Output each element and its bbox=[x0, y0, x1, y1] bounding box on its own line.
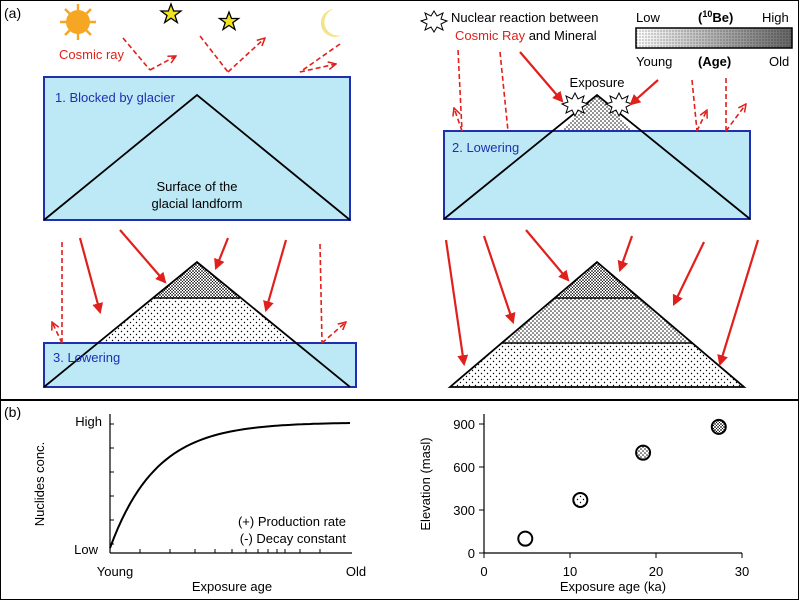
lowering-2-label: 2. Lowering bbox=[452, 140, 519, 155]
landform-surface bbox=[443, 93, 751, 220]
ray-reflected bbox=[299, 64, 336, 73]
data-point bbox=[517, 530, 534, 547]
ray-arrow bbox=[444, 239, 469, 367]
landform-outline bbox=[447, 260, 747, 388]
y-tick-label: 300 bbox=[453, 503, 475, 518]
star-icon bbox=[217, 10, 241, 32]
nuclear-reaction-icon bbox=[604, 91, 634, 118]
reaction-line2: Cosmic Ray and Mineral bbox=[455, 28, 597, 43]
ray-reflected bbox=[149, 56, 176, 71]
y-tick-label: 900 bbox=[453, 417, 475, 432]
legend-be-close: Be) bbox=[712, 10, 733, 25]
landform-surface bbox=[43, 93, 351, 221]
data-points bbox=[517, 418, 727, 547]
exposed-zone-young bbox=[555, 262, 639, 298]
exposed-zone-middle bbox=[502, 262, 692, 343]
ray-dashed bbox=[499, 51, 509, 132]
ray-arrow bbox=[629, 79, 659, 106]
reaction-cosmic-text: Cosmic Ray bbox=[455, 28, 526, 43]
concentration-curve bbox=[109, 422, 351, 549]
data-point bbox=[635, 444, 652, 461]
note-production-rate: (+) Production rate bbox=[238, 514, 346, 529]
legend-low: Low bbox=[636, 10, 660, 25]
ray-arrow bbox=[78, 237, 104, 315]
exposed-zone-young bbox=[154, 262, 240, 298]
ray-reflected bbox=[725, 104, 746, 132]
exposed-zone-young bbox=[560, 95, 634, 131]
x-tick-label: 20 bbox=[649, 564, 663, 579]
x-axis-label: Exposure age bbox=[192, 579, 272, 594]
panel-a-frame bbox=[0, 0, 799, 400]
data-point bbox=[710, 418, 727, 435]
concentration-chart: High Low Nuclides conc. Young Old Exposu… bbox=[32, 414, 366, 594]
ray-reflected bbox=[321, 322, 346, 344]
glacier-block bbox=[43, 76, 351, 221]
x-tick-young: Young bbox=[97, 564, 133, 579]
y-tick-label: 600 bbox=[453, 460, 475, 475]
ray-arrow bbox=[617, 235, 634, 273]
ray-arrow bbox=[525, 229, 570, 282]
ray-reflected bbox=[52, 322, 63, 344]
ray-dashed bbox=[199, 35, 229, 73]
x-tick-label: 30 bbox=[735, 564, 749, 579]
blocked-by-glacier-label: 1. Blocked by glacier bbox=[55, 90, 176, 105]
legend-be-open: ( bbox=[698, 10, 703, 25]
y-tick-high: High bbox=[75, 414, 102, 429]
ray-dashed bbox=[299, 43, 341, 73]
ray-reflected bbox=[696, 110, 707, 132]
x-axis-label: Exposure age (ka) bbox=[560, 579, 666, 594]
y-axis-label: Nuclides conc. bbox=[32, 442, 47, 527]
surface-label-line1: Surface of the bbox=[157, 179, 238, 194]
moon-icon bbox=[320, 9, 342, 37]
y-axis-label: Elevation (masl) bbox=[418, 437, 433, 530]
reaction-and-text: and Mineral bbox=[525, 28, 597, 43]
landform-surface bbox=[43, 260, 351, 388]
panel-b-frame bbox=[0, 400, 799, 600]
exposure-label: Exposure bbox=[570, 75, 625, 90]
ray-arrow bbox=[214, 237, 230, 271]
ray-arrow bbox=[482, 235, 516, 325]
ray-arrow bbox=[263, 239, 288, 313]
sun-icon bbox=[60, 4, 96, 40]
ray-reflected bbox=[227, 38, 265, 73]
cosmic-ray-label: Cosmic ray bbox=[59, 47, 125, 62]
surface-label-line2: glacial landform bbox=[151, 196, 242, 211]
ray-arrow bbox=[519, 51, 564, 103]
legend-old: Old bbox=[769, 54, 789, 69]
ray-dashed bbox=[691, 79, 698, 132]
legend-gradient-frame bbox=[635, 27, 793, 49]
ray-dashed bbox=[122, 37, 151, 71]
legend-age: (Age) bbox=[698, 54, 731, 69]
panel-a-label: (a) bbox=[4, 5, 21, 21]
ray-arrow bbox=[672, 241, 705, 306]
x-tick-label: 0 bbox=[480, 564, 487, 579]
y-tick-label: 0 bbox=[468, 546, 475, 561]
data-point bbox=[572, 491, 589, 508]
panel-b-label: (b) bbox=[4, 404, 21, 420]
x-tick-old: Old bbox=[346, 564, 366, 579]
legend-high: High bbox=[762, 10, 789, 25]
axis-ticks bbox=[110, 423, 321, 553]
glacier-block bbox=[443, 130, 751, 220]
nuclear-reaction-icon bbox=[560, 91, 590, 118]
ray-dashed bbox=[319, 243, 323, 344]
reaction-line1: Nuclear reaction between bbox=[451, 10, 598, 25]
note-decay-constant: (-) Decay constant bbox=[240, 531, 347, 546]
legend-be-sup: 10 bbox=[702, 9, 712, 19]
legend-young: Young bbox=[636, 54, 672, 69]
legend-gradient-dots bbox=[636, 28, 792, 48]
star-icon bbox=[159, 2, 183, 25]
ray-arrow bbox=[717, 239, 760, 367]
ray-arrow bbox=[119, 229, 167, 284]
y-tick-low: Low bbox=[74, 542, 98, 557]
nuclear-reaction-icon bbox=[419, 10, 449, 33]
x-tick-label: 10 bbox=[563, 564, 577, 579]
ray-reflected bbox=[454, 108, 463, 132]
ray-dashed bbox=[457, 49, 463, 132]
legend-be: (10Be) bbox=[698, 9, 733, 25]
lowering-3-label: 3. Lowering bbox=[53, 350, 120, 365]
